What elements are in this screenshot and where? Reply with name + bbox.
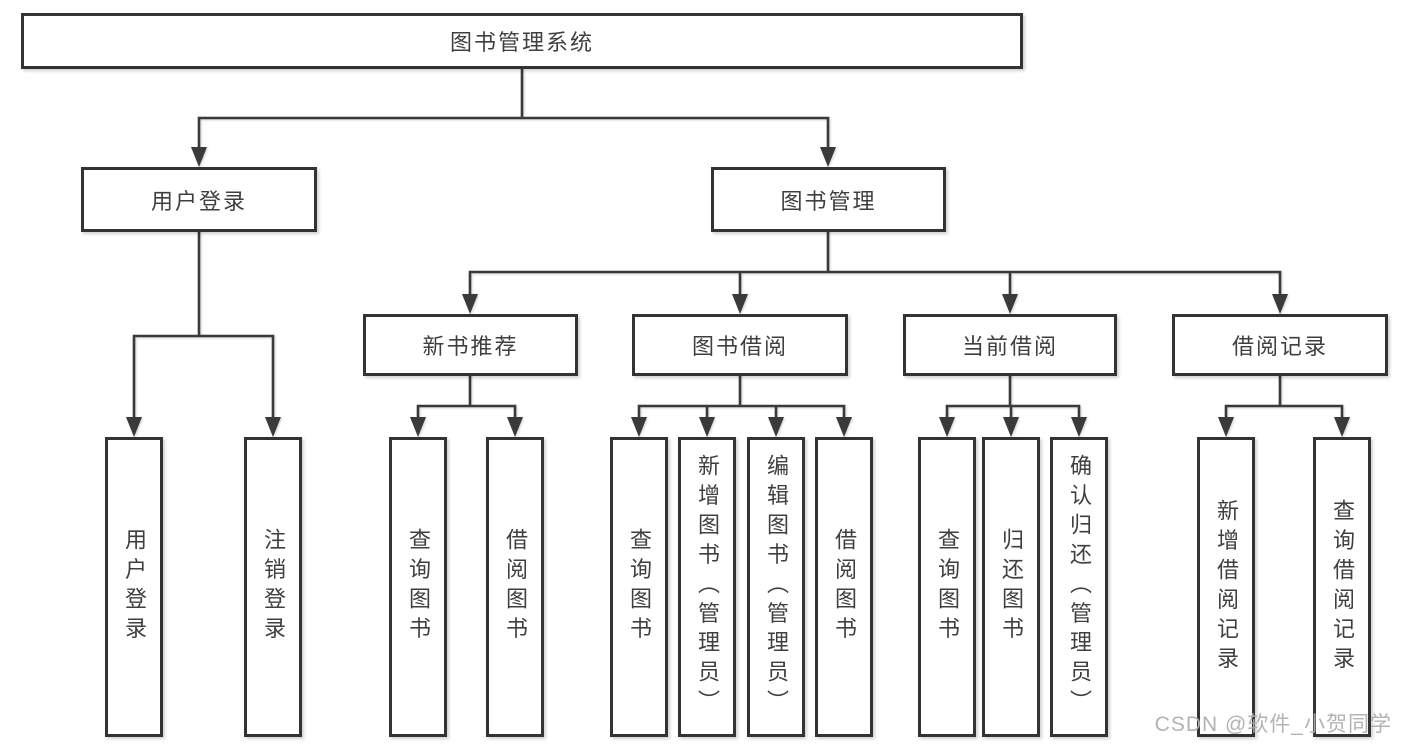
leaf-add-borrow-record: 新增借阅记录	[1197, 437, 1255, 737]
connector-records-leaves	[1224, 374, 1344, 424]
leaf-confirm-return-admin: 确认归还（管理员）	[1050, 437, 1108, 737]
leaf-query-books-2-label: 查询图书	[627, 528, 652, 646]
connector-bookborrow-leaves	[637, 374, 846, 424]
node-book-management-label: 图书管理	[780, 188, 877, 214]
leaf-edit-book-admin: 编辑图书（管理员）	[747, 437, 805, 737]
leaf-borrow-books-2: 借阅图书	[815, 437, 873, 737]
leaf-query-books-1-label: 查询图书	[406, 528, 431, 646]
leaf-query-borrow-record: 查询借阅记录	[1313, 437, 1371, 737]
leaf-return-book: 归还图书	[982, 437, 1040, 737]
node-book-borrow-label: 图书借阅	[691, 334, 788, 359]
node-new-book-recommend-label: 新书推荐	[422, 334, 519, 359]
leaf-user-login-label: 用户登录	[122, 528, 147, 646]
node-book-borrow: 图书借阅	[632, 314, 848, 376]
connector-newbook-leaves	[416, 374, 517, 424]
node-book-management: 图书管理	[711, 167, 946, 232]
node-library-system-label: 图书管理系统	[449, 30, 594, 55]
leaf-edit-book-admin-label: 编辑图书（管理员）	[764, 454, 789, 720]
leaf-query-books-3: 查询图书	[918, 437, 976, 737]
node-user-login: 用户登录	[81, 167, 317, 232]
leaf-logout: 注销登录	[244, 437, 302, 737]
connector-root-level2	[197, 67, 830, 154]
node-borrow-records: 借阅记录	[1172, 314, 1388, 376]
leaf-borrow-books-1-label: 借阅图书	[503, 528, 528, 646]
csdn-watermark: CSDN @软件_小贺同学	[1154, 713, 1392, 736]
node-new-book-recommend: 新书推荐	[363, 314, 578, 376]
leaf-logout-label: 注销登录	[261, 528, 286, 646]
leaf-borrow-books-1: 借阅图书	[486, 437, 544, 737]
leaf-query-books-3-label: 查询图书	[935, 528, 960, 646]
leaf-query-books-2: 查询图书	[610, 437, 668, 737]
leaf-borrow-books-2-label: 借阅图书	[832, 528, 857, 646]
node-borrow-records-label: 借阅记录	[1231, 334, 1328, 359]
leaf-query-borrow-record-label: 查询借阅记录	[1330, 498, 1355, 676]
connector-userlogin-leaves	[132, 230, 275, 424]
node-library-system: 图书管理系统	[21, 13, 1023, 69]
leaf-query-books-1: 查询图书	[389, 437, 447, 737]
leaf-user-login: 用户登录	[105, 437, 163, 737]
leaf-return-book-label: 归还图书	[999, 528, 1024, 646]
leaf-add-book-admin: 新增图书（管理员）	[678, 437, 736, 737]
leaf-add-borrow-record-label: 新增借阅记录	[1214, 498, 1239, 676]
node-user-login-label: 用户登录	[150, 188, 247, 214]
connector-bookmgmt-level3	[468, 230, 1282, 301]
leaf-confirm-return-admin-label: 确认归还（管理员）	[1067, 454, 1092, 720]
node-current-borrow-label: 当前借阅	[961, 334, 1058, 359]
node-current-borrow: 当前借阅	[903, 314, 1117, 376]
leaf-add-book-admin-label: 新增图书（管理员）	[695, 454, 720, 720]
connector-currentborrow-leaves	[945, 374, 1081, 424]
